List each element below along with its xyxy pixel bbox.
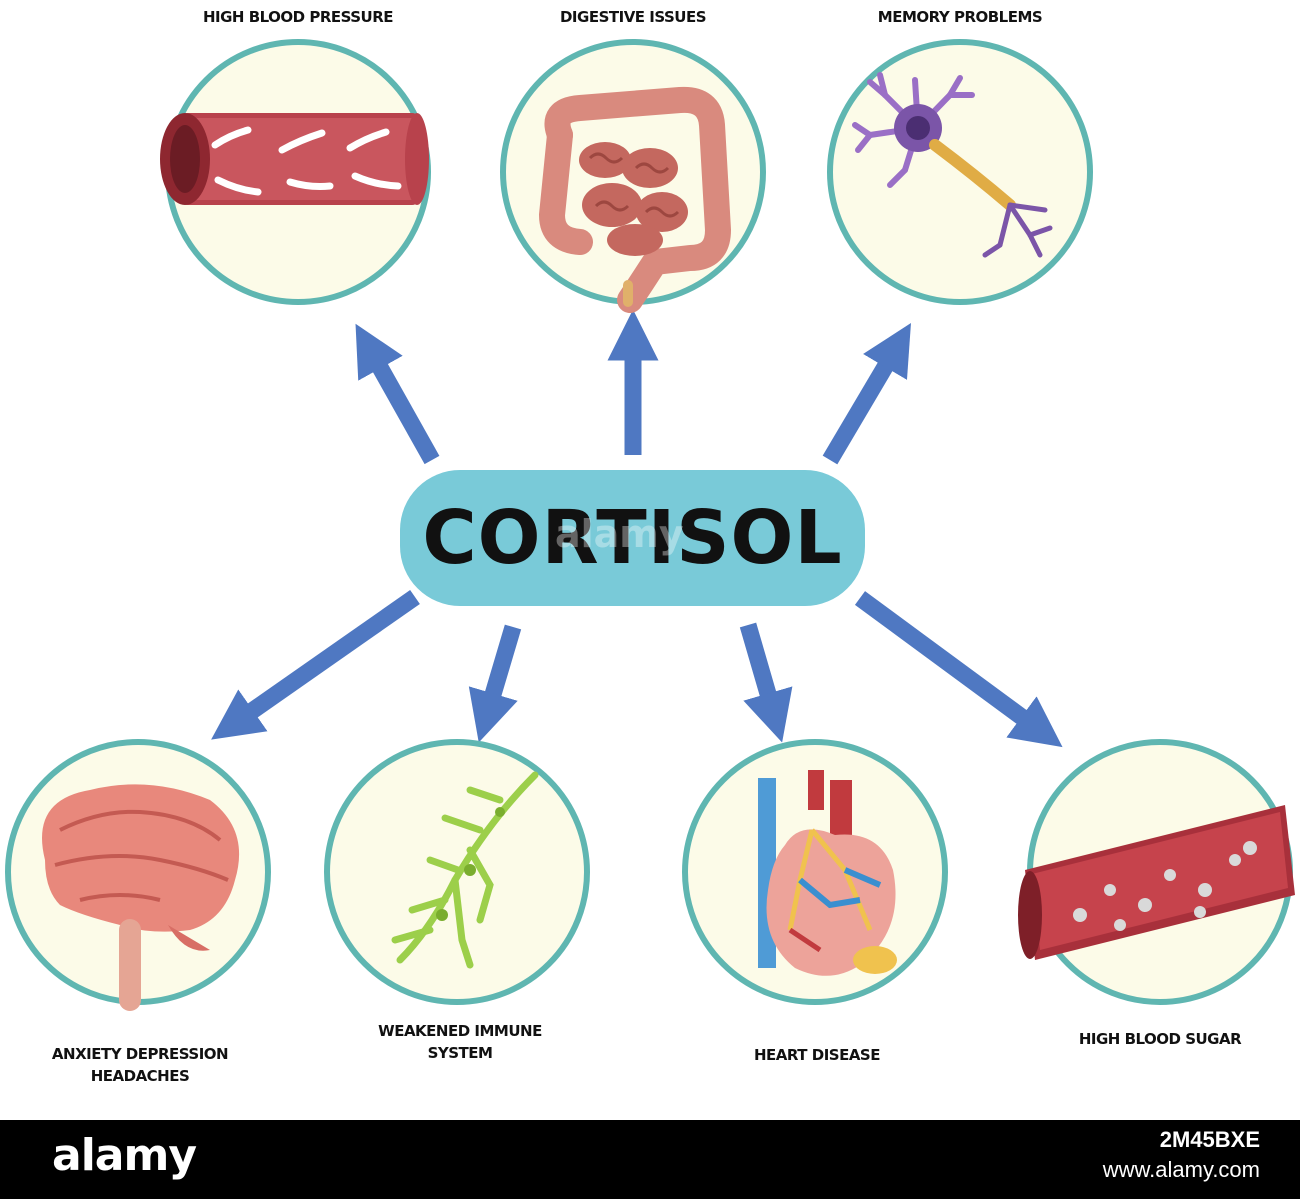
stock-footer: alamy 2M45BXE www.alamy.com	[0, 1120, 1300, 1199]
watermark: alamy	[555, 512, 684, 556]
label-high-blood-pressure: HIGH BLOOD PRESSURE	[202, 8, 394, 26]
image-code: 2M45BXE	[1159, 1127, 1260, 1152]
site-url: www.alamy.com	[1102, 1157, 1260, 1182]
blood-vessel-icon	[160, 113, 429, 205]
arrow-to-brain	[211, 590, 420, 740]
label-high-blood-sugar: HIGH BLOOD SUGAR	[1078, 1030, 1242, 1048]
brain-icon	[42, 784, 240, 1011]
label-heart-disease: HEART DISEASE	[754, 1046, 880, 1064]
label-weakened-immune-system: WEAKENED IMMUNE SYSTEM	[378, 1022, 542, 1062]
cortisol-effects-diagram	[5, 39, 1295, 1011]
cortisol-hub	[400, 470, 865, 606]
arrows	[211, 309, 1063, 748]
arrow-to-neuron	[822, 323, 911, 465]
label-anxiety-depression-headaches: ANXIETY DEPRESSION HEADACHES	[51, 1045, 229, 1085]
arrow-to-heart	[739, 622, 793, 743]
neuron-icon	[852, 72, 1053, 258]
alamy-logo: alamy	[52, 1130, 197, 1181]
label-digestive-issues: DIGESTIVE ISSUES	[559, 8, 707, 26]
arrow-to-blood-sugar	[854, 591, 1063, 748]
diagram-canvas: CORTISOL alamy HIGH BLOOD PRESSURE DIGES…	[5, 8, 1295, 1085]
cortisol-label: CORTISOL	[422, 495, 843, 581]
label-memory-problems: MEMORY PROBLEMS	[877, 8, 1043, 26]
image-reference: 2M45BXE www.alamy.com	[1103, 1126, 1260, 1186]
heart-icon	[758, 770, 897, 976]
arrow-to-blood-vessel	[355, 323, 440, 465]
blood-sugar-vessel-icon	[1018, 805, 1295, 960]
intestine-icon	[538, 86, 731, 313]
lymph-vessel-icon	[391, 771, 539, 969]
arrow-to-lymph	[468, 624, 522, 743]
